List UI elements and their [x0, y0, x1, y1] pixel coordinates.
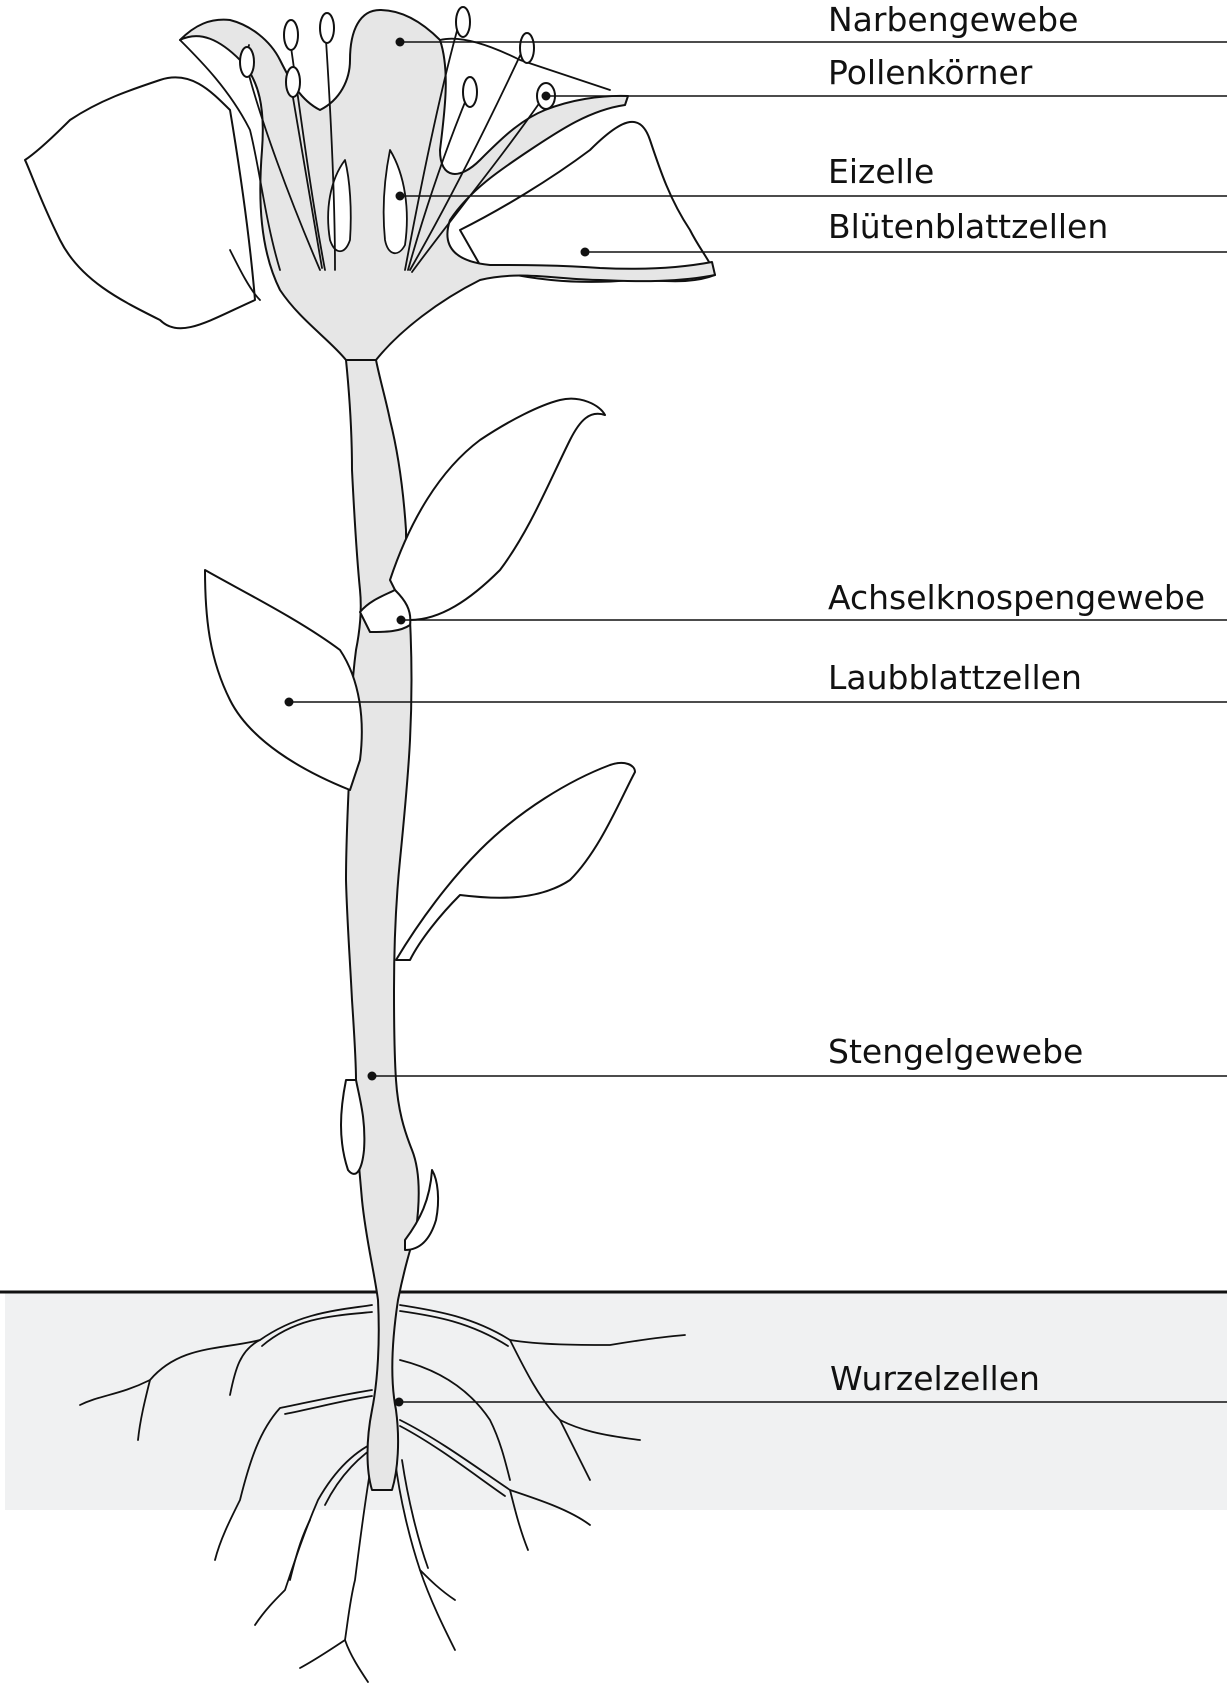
label-laubblattzellen: Laubblattzellen — [285, 658, 1227, 707]
petal-left — [25, 77, 255, 328]
label-eizelle-text: Eizelle — [828, 152, 934, 191]
label-pollenkoerner-text: Pollenkörner — [828, 53, 1033, 92]
label-bluetenblattzellen-text: Blütenblattzellen — [828, 207, 1108, 246]
label-achselknospengewebe-text: Achselknospengewebe — [828, 578, 1205, 617]
label-stengelgewebe: Stengelgewebe — [368, 1032, 1227, 1081]
leaf-right — [396, 763, 635, 960]
leaf-upper — [390, 399, 605, 620]
label-achselknospengewebe: Achselknospengewebe — [397, 578, 1227, 625]
label-stengelgewebe-text: Stengelgewebe — [828, 1032, 1083, 1071]
label-eizelle: Eizelle — [396, 152, 1227, 201]
label-wurzelzellen-text: Wurzelzellen — [830, 1359, 1040, 1398]
label-laubblattzellen-text: Laubblattzellen — [828, 658, 1082, 697]
leaf-left — [205, 570, 362, 790]
label-pollenkoerner: Pollenkörner — [542, 53, 1227, 101]
label-narbengewebe-text: Narbengewebe — [828, 0, 1078, 39]
